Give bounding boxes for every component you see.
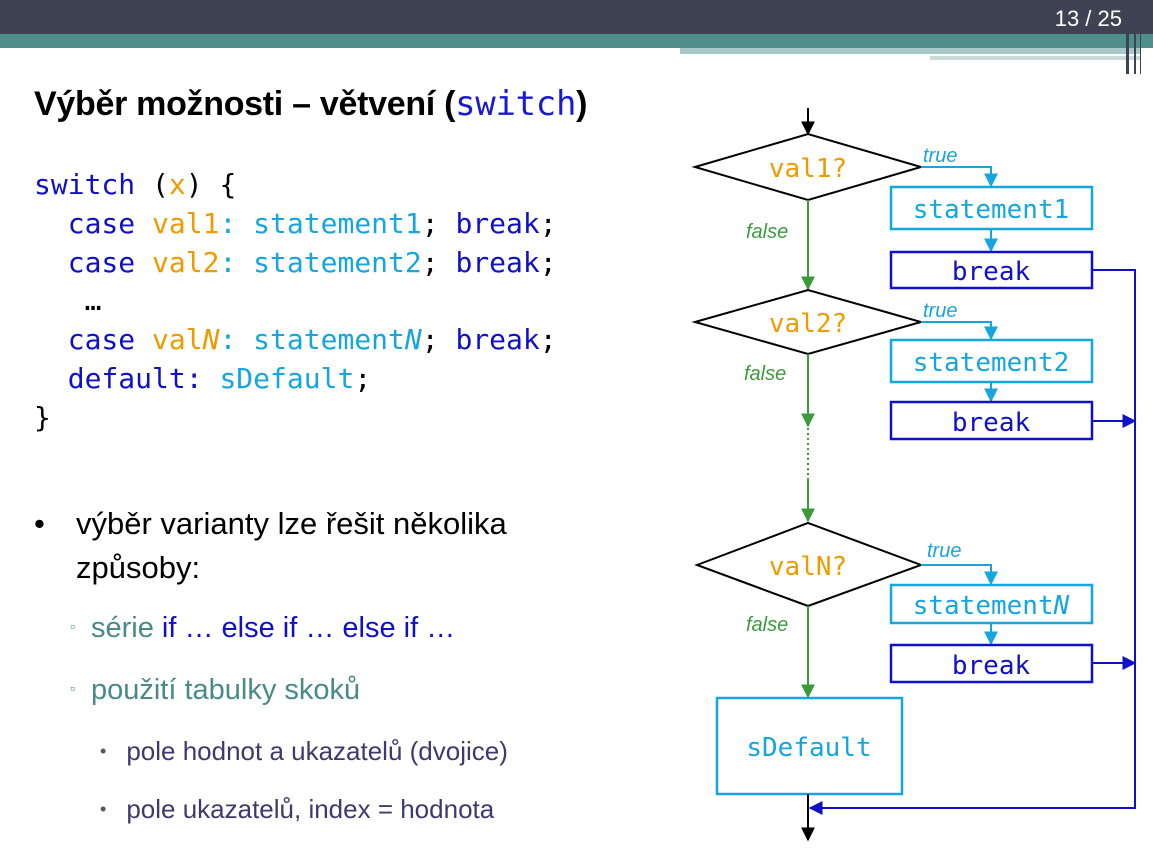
statement-box-2 — [889, 338, 1094, 384]
sub-bullet-text: série — [90, 612, 162, 644]
code-keyword: switch — [34, 168, 136, 201]
code-keyword: default — [67, 361, 186, 395]
header-accent-light — [680, 48, 1140, 54]
true-arrow-n — [921, 564, 998, 586]
code-punct: ; — [354, 361, 372, 395]
slide-title: Výběr možnosti – větvení (switch) — [34, 84, 587, 124]
code-punct: ; — [421, 323, 439, 357]
header-accent-band — [0, 34, 1153, 48]
true-arrow-2 — [921, 321, 998, 341]
page-number: 13 / 25 — [1054, 6, 1122, 31]
code-var: x — [168, 168, 186, 201]
code-punct: ; — [421, 245, 439, 279]
code-punct: : — [185, 361, 203, 395]
statement-n-label: statementN — [913, 591, 1070, 621]
true-label-n: true — [927, 540, 961, 562]
code-punct: ; — [539, 323, 557, 357]
sub-bullet-text: použití tabulky skoků — [90, 674, 361, 706]
statement-box-n — [889, 583, 1094, 625]
code-block: switch (x) { case val1: statement1; brea… — [34, 166, 557, 438]
statement-n-label-b: N — [1053, 591, 1070, 621]
condition-n-label-b: N? — [816, 552, 847, 582]
true-arrow-1 — [921, 166, 998, 188]
default-box — [715, 696, 904, 796]
code-statement: N — [404, 323, 422, 357]
code-value: val1 — [152, 206, 220, 240]
code-punct: : — [219, 206, 237, 240]
break-label-n: break — [952, 651, 1031, 681]
condition-n-label-a: val — [769, 552, 816, 582]
code-punct: ) { — [185, 168, 237, 201]
code-keyword: break — [455, 323, 540, 357]
statement-1-label: statement1 — [913, 195, 1070, 225]
sub-bullet-code: if … else if … else if … — [161, 612, 456, 644]
square-bullet: ▫ — [70, 680, 75, 696]
break-return-line — [808, 269, 1136, 815]
statement-2-label: statement2 — [913, 348, 1070, 378]
break-label-1: break — [952, 257, 1031, 287]
subsub-bullet-text: pole hodnot a ukazatelů (dvojice) — [126, 736, 508, 766]
sub-bullet-1: ▫ série if … else if … else if … — [70, 612, 455, 645]
code-statement: statement1 — [253, 206, 422, 240]
code-brace: } — [34, 400, 51, 434]
code-value: N — [202, 323, 220, 357]
code-keyword: break — [455, 245, 540, 279]
bullet-dot: • — [34, 506, 45, 541]
header-divider — [1134, 0, 1136, 74]
subsub-bullet-text: pole ukazatelů, index = hodnota — [126, 794, 495, 824]
subsub-bullet-1: • pole hodnot a ukazatelů (dvojice) — [100, 736, 508, 767]
code-statement: statement — [253, 323, 405, 357]
break-label-2: break — [952, 408, 1031, 438]
small-bullet: • — [100, 799, 107, 819]
code-punct: ; — [539, 245, 557, 279]
square-bullet: ▫ — [70, 618, 75, 634]
default-label: sDefault — [746, 733, 871, 763]
small-bullet: • — [100, 741, 107, 761]
code-punct: : — [219, 245, 237, 279]
code-statement: statement2 — [253, 245, 422, 279]
title-text: Výběr možnosti – větvení ( — [34, 85, 456, 123]
break-box-1 — [889, 250, 1094, 290]
code-punct: : — [219, 323, 237, 357]
header-bar — [0, 0, 1153, 34]
false-label-n: false — [746, 614, 788, 636]
code-value: val — [152, 323, 203, 357]
false-label-2: false — [744, 363, 786, 385]
code-keyword: break — [455, 206, 540, 240]
true-label-2: true — [923, 300, 957, 322]
code-keyword: case — [67, 245, 136, 279]
header-accent-lighter — [930, 56, 1140, 60]
header-divider — [1140, 0, 1141, 74]
sub-bullet-2: ▫ použití tabulky skoků — [70, 674, 360, 707]
subsub-bullet-2: • pole ukazatelů, index = hodnota — [100, 794, 494, 825]
statement-box-1 — [889, 185, 1094, 231]
condition-1-label: val1? — [769, 154, 847, 184]
code-value: val2 — [152, 245, 220, 279]
condition-n-label: valN? — [769, 552, 847, 582]
code-statement: sDefault — [219, 361, 355, 395]
code-punct: ; — [539, 206, 557, 240]
false-label-1: false — [746, 221, 788, 243]
code-punct: ; — [421, 206, 439, 240]
code-punct: ( — [135, 168, 169, 201]
title-close: ) — [576, 85, 588, 123]
bullet-main-text: výběr varianty lze řešit několika způsob… — [76, 506, 507, 585]
statement-n-label-a: statement — [913, 591, 1054, 621]
code-keyword: case — [67, 323, 136, 357]
condition-2-label: val2? — [769, 309, 847, 339]
true-label-1: true — [923, 145, 957, 167]
code-ellipsis: … — [84, 284, 102, 318]
header-divider — [1126, 0, 1129, 74]
code-keyword: case — [67, 206, 136, 240]
title-code: switch — [455, 84, 577, 124]
